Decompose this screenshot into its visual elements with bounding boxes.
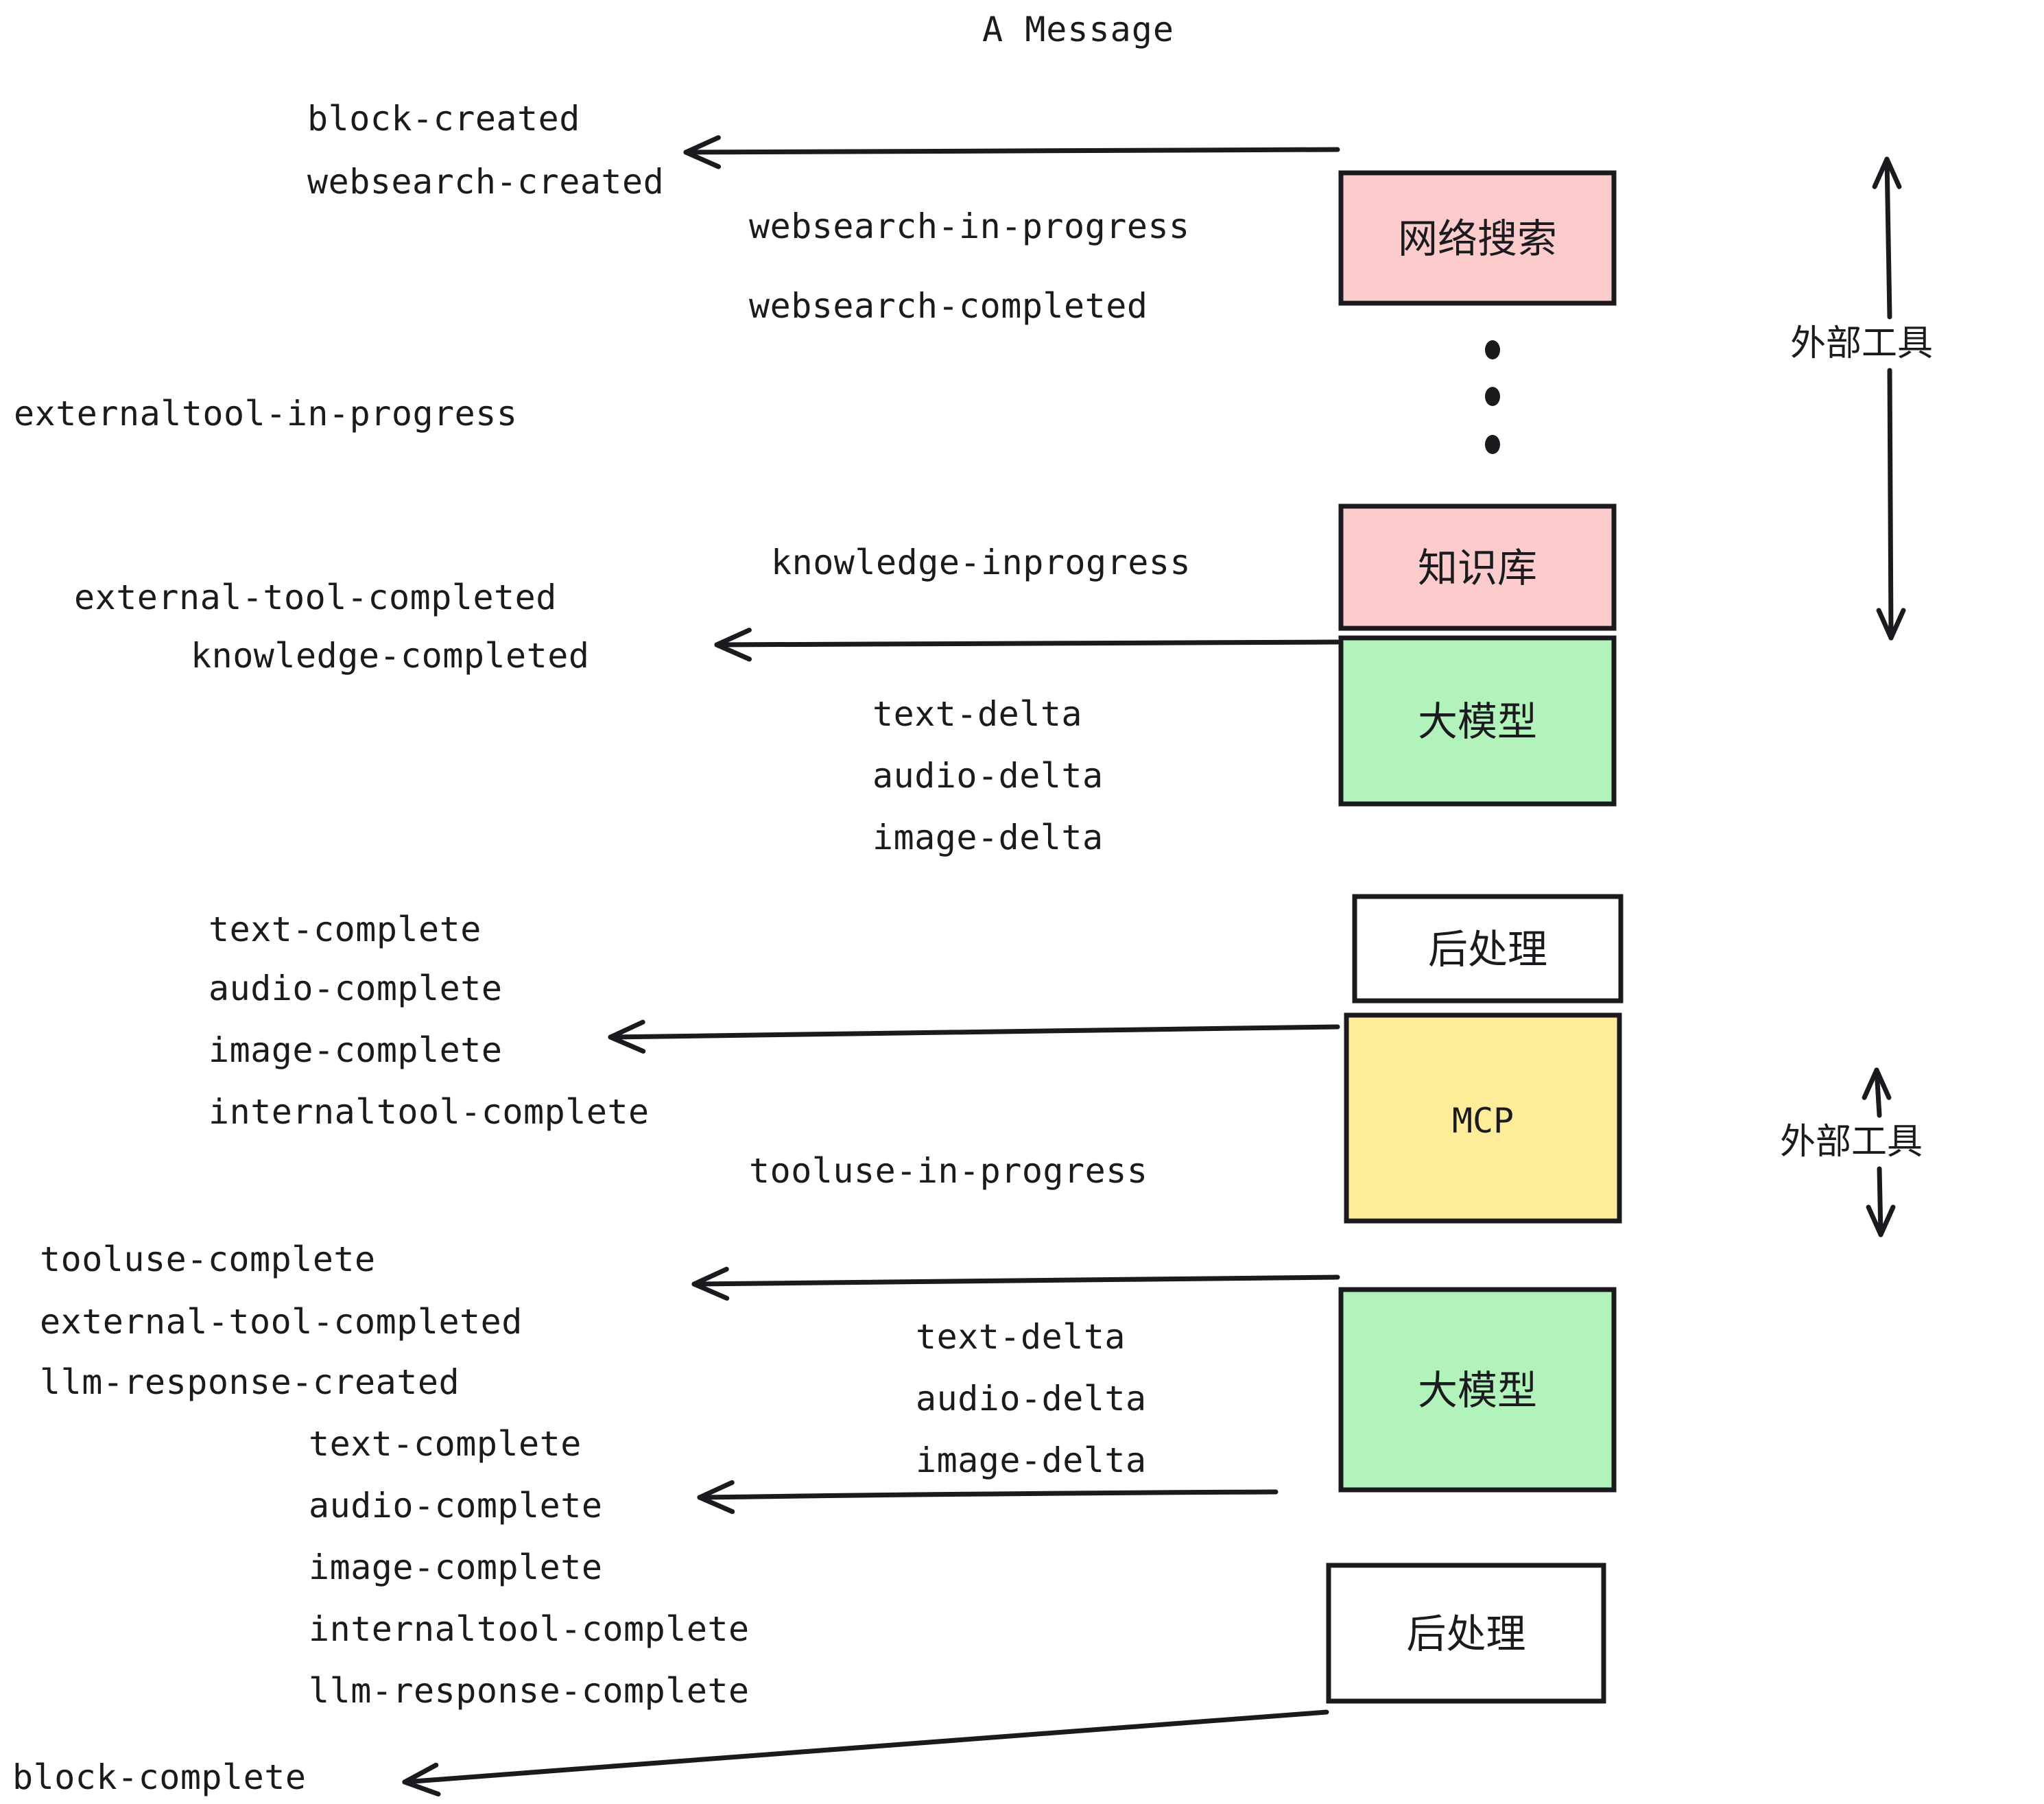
event-label-audio-delta-1: audio-delta	[872, 756, 1104, 796]
event-label-knowledge-inprogress: knowledge-inprogress	[771, 543, 1191, 582]
node-label-knowledge: 知识库	[1418, 545, 1537, 591]
arrow-tooluse-complete	[691, 1266, 1340, 1301]
event-label-audio-delta-2: audio-delta	[916, 1379, 1147, 1419]
arrow-audio-complete	[697, 1480, 1279, 1515]
external-tool-bottom: 外部工具	[1780, 1067, 1923, 1237]
arrows-layer	[402, 135, 1340, 1797]
node-websearch[interactable]: 网络搜索	[1338, 170, 1617, 306]
event-label-text-complete-2: text-complete	[309, 1424, 582, 1464]
event-label-externaltool-in-progress: externaltool-in-progress	[14, 394, 517, 434]
external-tool-top-label: 外部工具	[1790, 323, 1933, 364]
event-label-text-complete-1: text-complete	[209, 910, 482, 949]
event-label-llm-response-complete: llm-response-complete	[309, 1671, 750, 1711]
vertical-ellipsis-icon	[1485, 340, 1500, 454]
node-label-postprocess-1: 后处理	[1428, 926, 1547, 973]
ellipsis-dot-icon	[1485, 435, 1500, 454]
node-label-websearch: 网络搜索	[1398, 215, 1557, 262]
node-label-mcp: MCP	[1452, 1101, 1514, 1141]
event-label-text-delta-1: text-delta	[872, 694, 1082, 734]
external-tool-top: 外部工具	[1790, 156, 1933, 641]
node-box-knowledge	[1338, 503, 1617, 631]
node-knowledge[interactable]: 知识库	[1338, 503, 1617, 631]
event-label-image-delta-2: image-delta	[916, 1440, 1147, 1480]
arrow-knowledge-completed	[714, 628, 1340, 662]
event-label-internaltool-complete-2: internaltool-complete	[309, 1609, 750, 1649]
arrow-image-complete	[608, 1019, 1340, 1054]
event-label-block-created: block-created	[307, 99, 580, 139]
external-tool-bottom-label: 外部工具	[1780, 1121, 1923, 1163]
event-label-tooluse-in-progress: tooluse-in-progress	[749, 1151, 1148, 1191]
event-label-image-complete-1: image-complete	[209, 1030, 502, 1070]
node-box-postprocess-1	[1352, 894, 1624, 1004]
event-label-audio-complete-2: audio-complete	[309, 1486, 602, 1526]
node-label-llm-2: 大模型	[1418, 1367, 1537, 1414]
node-box-llm-1	[1338, 635, 1617, 807]
node-llm-1[interactable]: 大模型	[1338, 635, 1617, 807]
node-postprocess-2[interactable]: 后处理	[1326, 1563, 1606, 1704]
ellipsis-dot-icon	[1485, 340, 1500, 359]
ellipsis-dot-icon	[1485, 387, 1500, 406]
event-label-websearch-completed: websearch-completed	[749, 286, 1148, 326]
node-llm-2[interactable]: 大模型	[1338, 1287, 1617, 1493]
event-label-tooluse-complete: tooluse-complete	[40, 1239, 376, 1279]
node-box-mcp	[1344, 1012, 1622, 1224]
event-label-websearch-in-progress: websearch-in-progress	[749, 206, 1190, 246]
event-label-external-tool-completed-2: external-tool-completed	[40, 1302, 523, 1342]
node-label-postprocess-2: 后处理	[1406, 1611, 1525, 1657]
event-label-image-delta-1: image-delta	[872, 818, 1104, 857]
diagram-title: A Message	[982, 10, 1174, 49]
node-mcp[interactable]: MCP	[1344, 1012, 1622, 1224]
event-label-internaltool-complete-1: internaltool-complete	[209, 1092, 650, 1132]
event-label-image-complete-2: image-complete	[309, 1547, 602, 1587]
event-label-llm-response-created: llm-response-created	[40, 1362, 460, 1402]
event-label-websearch-created: websearch-created	[307, 162, 664, 202]
arrow-block-complete	[402, 1709, 1329, 1797]
event-label-knowledge-completed: knowledge-completed	[191, 636, 589, 676]
event-label-block-complete: block-complete	[12, 1757, 306, 1797]
event-label-audio-complete-1: audio-complete	[209, 969, 502, 1008]
node-box-llm-2	[1338, 1287, 1617, 1493]
node-label-llm-1: 大模型	[1418, 698, 1537, 745]
node-box-postprocess-2	[1326, 1563, 1606, 1704]
node-box-websearch	[1338, 170, 1617, 306]
arrow-block-created	[683, 135, 1340, 169]
event-labels-layer: block-created websearch-created websearch-…	[12, 99, 1191, 1797]
node-postprocess-1[interactable]: 后处理	[1352, 894, 1624, 1004]
event-label-text-delta-2: text-delta	[916, 1317, 1126, 1357]
event-label-external-tool-completed-1: external-tool-completed	[74, 578, 557, 617]
